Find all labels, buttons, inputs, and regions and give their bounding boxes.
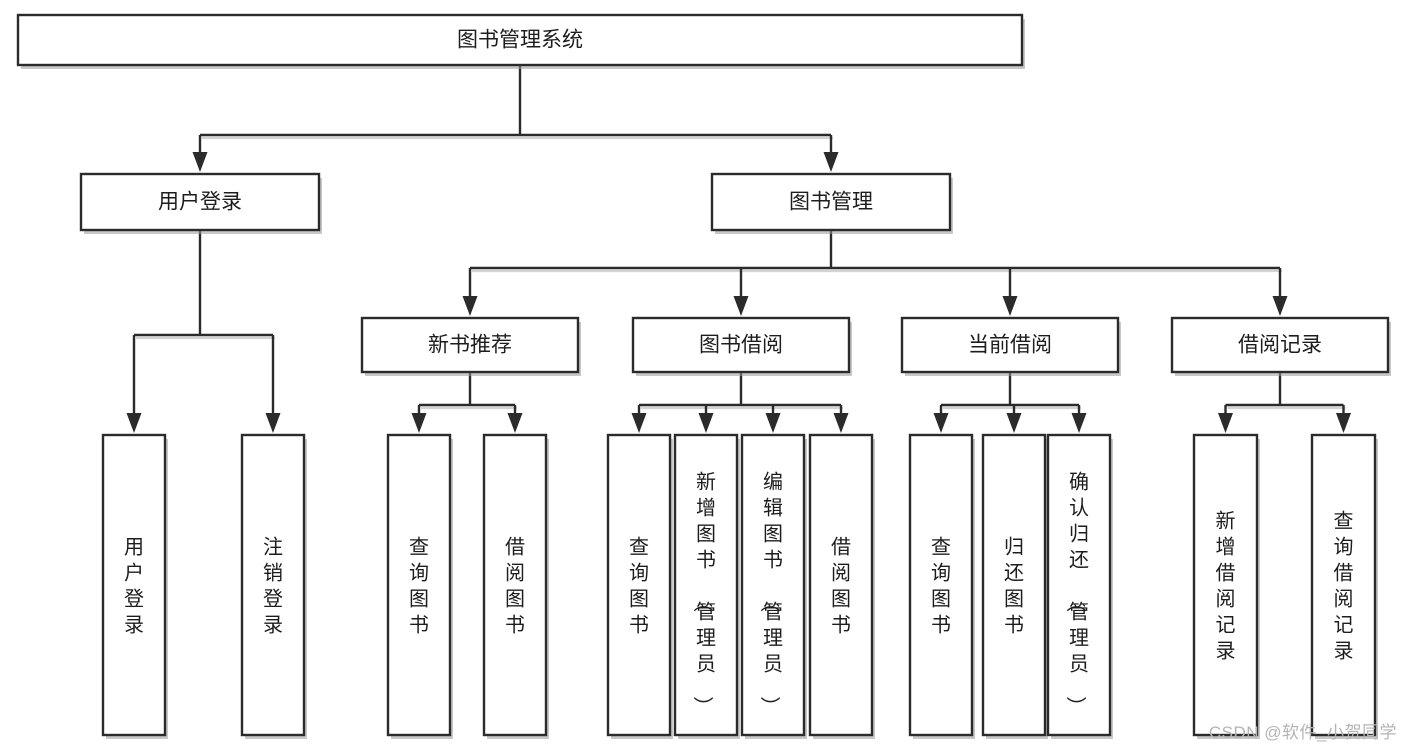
node-box[interactable]: [482, 433, 548, 737]
edge-recommend-to-leaves: [411, 372, 523, 433]
edge-book-manage-to-level2: [462, 230, 1288, 316]
node-label: 用户登录: [158, 191, 242, 214]
node-leaf-query-record[interactable]: 查询借阅记录: [1310, 433, 1378, 739]
edge-record-to-leaves: [1218, 372, 1351, 433]
node-box[interactable]: [101, 433, 167, 737]
node-label: 新增借阅记录: [1216, 509, 1236, 662]
node-box[interactable]: [631, 316, 851, 374]
node-current-borrow[interactable]: 当前借阅: [900, 316, 1121, 376]
node-new-book-recommend[interactable]: 新书推荐: [360, 316, 581, 376]
node-label: 查询图书: [409, 535, 429, 636]
node-box[interactable]: [710, 172, 952, 232]
node-label: 借阅记录: [1238, 334, 1322, 357]
node-label: 用户登录: [124, 536, 144, 636]
node-label: 图书管理系统: [457, 29, 583, 52]
node-box[interactable]: [79, 172, 321, 232]
node-leaf-borrow-book-1[interactable]: 借阅图书: [482, 433, 549, 739]
node-box[interactable]: [360, 316, 580, 374]
edge-root-to-level1: [192, 65, 839, 172]
node-leaf-user-login[interactable]: 用户登录: [101, 433, 168, 739]
node-leaf-add-record[interactable]: 新增借阅记录: [1192, 433, 1260, 739]
node-label: 注销登录: [263, 535, 283, 636]
node-label: 归还图书: [1004, 535, 1024, 636]
node-box[interactable]: [908, 433, 974, 737]
node-layer: 图书管理系统用户登录图书管理新书推荐图书借阅当前借阅借阅记录用户登录注销登录查询…: [16, 13, 1391, 739]
node-leaf-add-book[interactable]: 新增图书（管理员）: [673, 433, 740, 739]
node-leaf-query-book-2[interactable]: 查询图书: [606, 433, 673, 739]
node-box[interactable]: [386, 433, 452, 737]
node-book-manage[interactable]: 图书管理: [710, 172, 953, 234]
node-label: 确认归还（管理员）: [1064, 470, 1089, 716]
node-label: 查询借阅记录: [1334, 509, 1354, 662]
node-label: 新增图书（管理员）: [691, 470, 716, 716]
node-label: 新书推荐: [428, 334, 512, 357]
edge-current-to-leaves: [933, 372, 1087, 433]
node-label: 当前借阅: [968, 334, 1052, 357]
node-label: 图书管理: [789, 191, 873, 214]
node-label: 查询图书: [629, 535, 649, 636]
node-box[interactable]: [981, 433, 1047, 737]
node-box[interactable]: [900, 316, 1120, 374]
node-label: 借阅图书: [831, 535, 851, 636]
edge-user-login-to-leaves: [126, 230, 281, 433]
node-root[interactable]: 图书管理系统: [16, 13, 1025, 69]
node-box[interactable]: [240, 433, 306, 737]
node-box[interactable]: [1170, 316, 1390, 374]
node-leaf-edit-book[interactable]: 编辑图书（管理员）: [740, 433, 807, 739]
node-book-borrow[interactable]: 图书借阅: [631, 316, 852, 376]
node-box[interactable]: [1192, 433, 1259, 737]
node-box[interactable]: [740, 433, 806, 737]
node-box[interactable]: [1046, 433, 1112, 737]
node-label: 图书借阅: [699, 334, 783, 357]
node-label: 编辑图书（管理员）: [758, 470, 783, 716]
node-box[interactable]: [606, 433, 672, 737]
node-borrow-record[interactable]: 借阅记录: [1170, 316, 1391, 376]
node-leaf-logout[interactable]: 注销登录: [240, 433, 307, 739]
connector-layer: [126, 65, 1351, 433]
node-leaf-borrow-book-2[interactable]: 借阅图书: [808, 433, 875, 739]
edge-borrow-to-leaves: [631, 372, 849, 433]
node-user-login[interactable]: 用户登录: [79, 172, 322, 234]
node-label: 借阅图书: [505, 535, 525, 636]
node-leaf-query-book-3[interactable]: 查询图书: [908, 433, 975, 739]
node-leaf-confirm-return[interactable]: 确认归还（管理员）: [1046, 433, 1113, 739]
node-box[interactable]: [673, 433, 739, 737]
node-leaf-query-book-1[interactable]: 查询图书: [386, 433, 453, 739]
node-box[interactable]: [1310, 433, 1377, 737]
node-box[interactable]: [808, 433, 874, 737]
node-leaf-return-book[interactable]: 归还图书: [981, 433, 1048, 739]
csdn-watermark: CSDN @软件_小贺同学: [1208, 723, 1397, 742]
node-box[interactable]: [16, 13, 1024, 67]
node-label: 查询图书: [931, 535, 951, 636]
